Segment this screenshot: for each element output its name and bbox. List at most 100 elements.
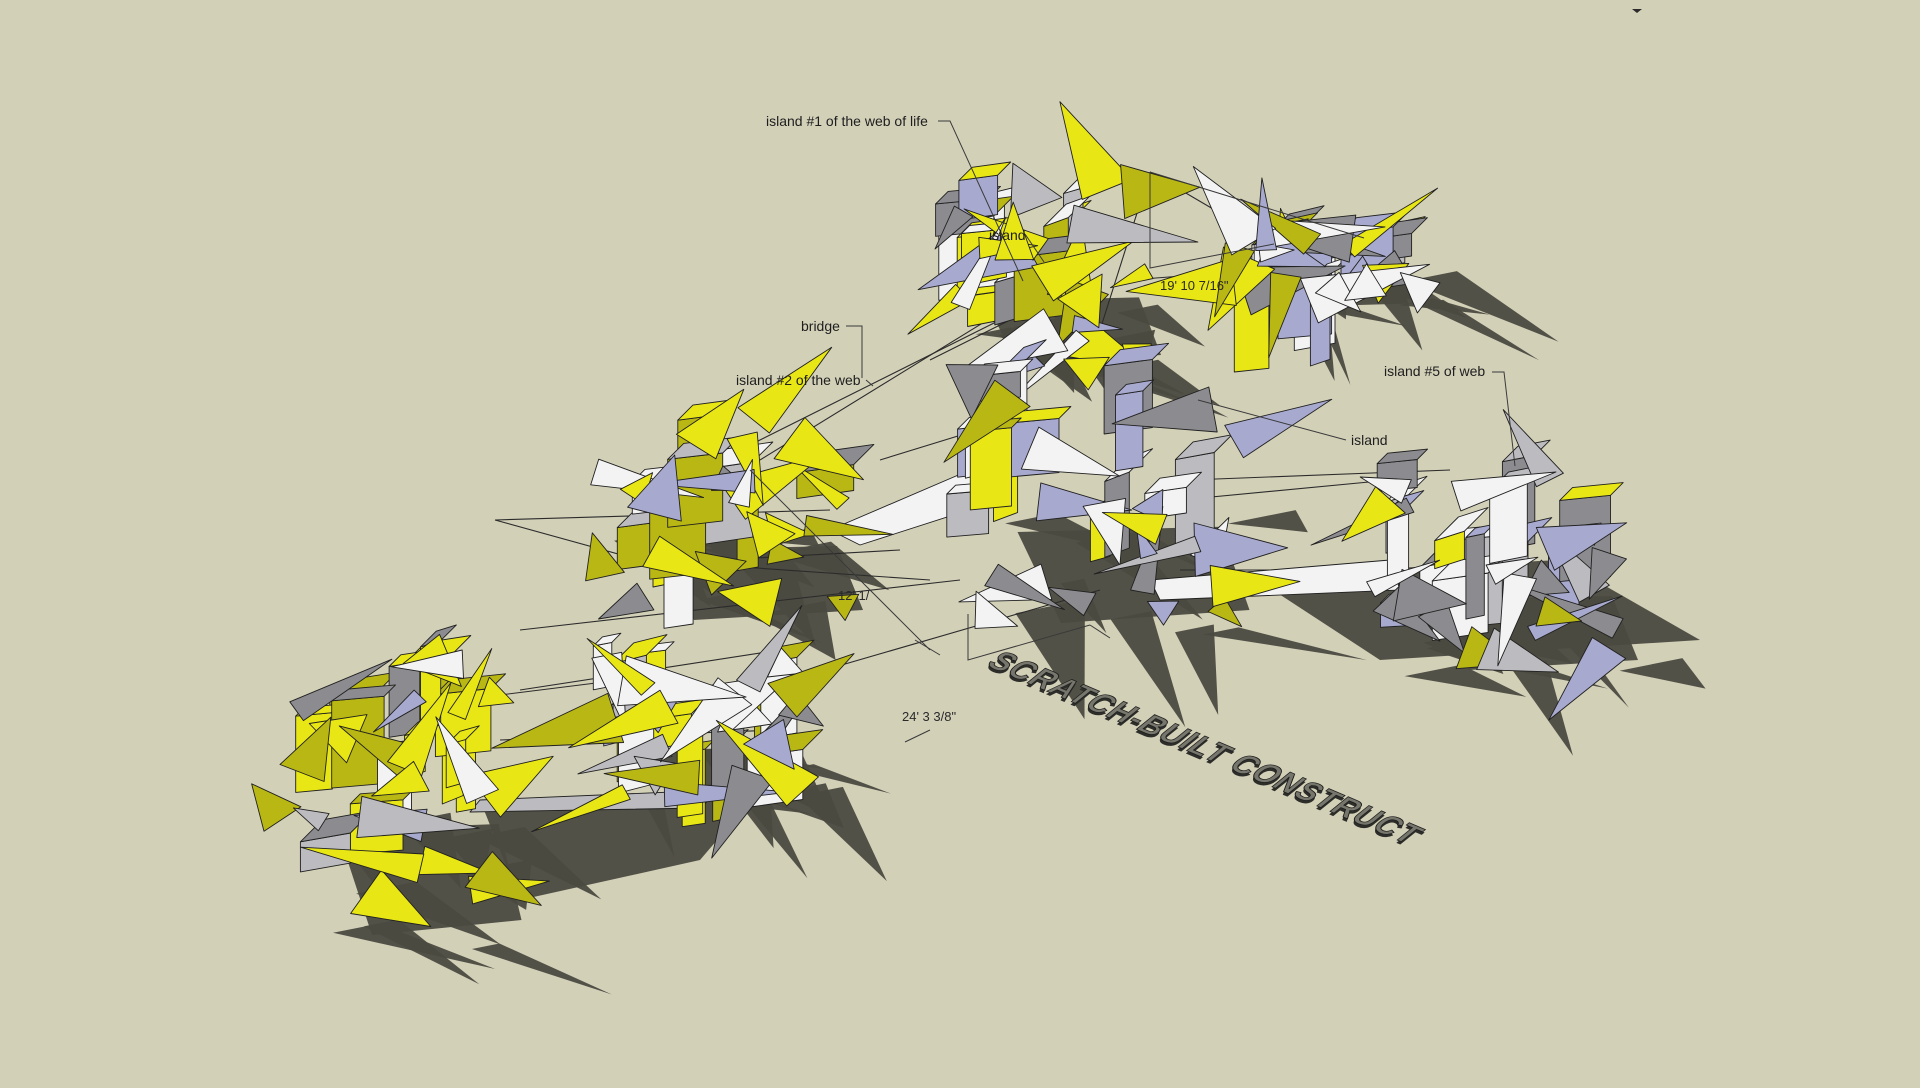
- bridge-wire: [1179, 479, 1391, 501]
- island-5-shard: [1392, 568, 1467, 622]
- island-center-shadow-spike: [1015, 599, 1085, 720]
- island-left-shadow-spike: [363, 919, 480, 985]
- island-top-right-shadow-spike: [1419, 299, 1540, 361]
- island-2-shard: [746, 511, 796, 559]
- dimension-top: [1149, 172, 1275, 269]
- island-lower-mid-shard: [659, 677, 753, 763]
- island-lower-mid-shard: [617, 655, 747, 707]
- island-1-shard: [1109, 263, 1154, 289]
- island-1-block-top: [958, 161, 1012, 181]
- island-left-shard: [477, 676, 515, 708]
- island-left[interactable]: [251, 624, 554, 927]
- island-lower-mid-shard: [743, 719, 795, 770]
- island-2-shard: [717, 577, 783, 627]
- island-center-shard: [974, 590, 1019, 629]
- island-1-shard: [1010, 162, 1063, 219]
- island-top-right-shard: [1268, 271, 1302, 359]
- island-center-shard: [943, 379, 1031, 463]
- island-left-shard: [373, 689, 427, 733]
- island-5-shard: [1548, 637, 1627, 721]
- island-center-shard: [1047, 586, 1097, 617]
- island-center-block-top: [1103, 342, 1170, 367]
- island-top-right-shard: [1344, 263, 1387, 301]
- leader-island2: [865, 379, 874, 387]
- island-5-block-top: [1376, 448, 1429, 465]
- island-5-shard: [1359, 476, 1412, 504]
- island-left-shard: [251, 783, 302, 832]
- island-2-shard: [792, 462, 850, 510]
- island-center-block-top: [1144, 471, 1202, 494]
- island-center-block-face: [1115, 390, 1144, 472]
- island-left-shard: [289, 658, 393, 722]
- island-center-shard: [1209, 565, 1301, 608]
- island-lower-mid-shadow-spike: [735, 785, 808, 879]
- corner-marker-icon: [1632, 9, 1642, 13]
- island-center-shadow-spike: [1227, 510, 1308, 533]
- leader-island-center: [1197, 399, 1347, 441]
- island-lower-mid[interactable]: [491, 605, 855, 859]
- island-2[interactable]: [585, 346, 894, 629]
- island-5-shard: [1502, 409, 1564, 488]
- island-5-shard: [1450, 471, 1557, 512]
- island-top-right-shard: [1399, 272, 1441, 314]
- island-center[interactable]: [943, 339, 1333, 629]
- dimension-label-middle: 12' 1/: [838, 588, 870, 603]
- island-center-shard: [1224, 398, 1333, 459]
- island-5-block-face: [1465, 533, 1485, 620]
- island-5-shard: [1485, 556, 1539, 585]
- island-center-block-top: [1115, 379, 1155, 396]
- island-left-shard: [279, 716, 332, 782]
- island-5-shard: [1535, 596, 1583, 627]
- island-2-shard: [642, 535, 735, 587]
- island-lower-mid-shard: [711, 764, 774, 859]
- island-left-shard: [371, 760, 430, 797]
- island-center-shard: [1020, 426, 1121, 477]
- island-top-right-shard: [1192, 166, 1277, 256]
- island-1-shard: [1059, 101, 1133, 200]
- annotation-leaders: [749, 120, 1516, 743]
- island-5-block-top: [1434, 507, 1489, 542]
- island-center-shard: [945, 364, 999, 420]
- island-5-shadow-spike: [1510, 660, 1573, 756]
- island-5-block-top: [1559, 482, 1624, 501]
- island-2-shard: [585, 532, 625, 582]
- islands-geometry[interactable]: [251, 101, 1628, 927]
- island-lower-mid-shard: [603, 759, 701, 796]
- island-2-shard: [649, 469, 756, 494]
- bridge-wire: [494, 519, 641, 561]
- island-5[interactable]: [1310, 409, 1628, 721]
- leader-island5: [1492, 371, 1516, 467]
- island-1-shard: [994, 201, 1035, 261]
- island-5-shard: [1341, 486, 1406, 542]
- island-2-shard: [675, 388, 745, 460]
- label-island1: island #1 of the web of life: [766, 113, 928, 129]
- island-lower-mid-shard: [577, 733, 673, 775]
- dimension-top-ext: [1149, 171, 1365, 239]
- dimension-bottom-tick: [1089, 624, 1111, 639]
- dimension-middle-tick: [914, 639, 941, 656]
- label-island-top: island: [989, 227, 1026, 243]
- dimension-bottom: [967, 614, 1091, 661]
- island-left-shard: [464, 851, 542, 906]
- island-left-shard: [356, 795, 480, 839]
- island-lower-mid-block-top: [592, 632, 622, 647]
- island-lower-mid-shard: [586, 638, 656, 696]
- island-lower-mid-shard: [736, 605, 803, 693]
- island-top-right-shard: [1255, 177, 1278, 252]
- dimension-label-top: 19' 10 7/16": [1160, 278, 1229, 293]
- island-2-shard: [728, 458, 753, 508]
- island-center-shard: [1146, 600, 1180, 626]
- island-left-shard: [447, 648, 493, 720]
- annotations: island #1 of the web of life island 19' …: [736, 113, 1485, 724]
- island-5-shard: [1366, 559, 1441, 598]
- island-left-shard: [467, 755, 554, 818]
- island-1[interactable]: [907, 101, 1201, 405]
- island-left-shard: [391, 649, 464, 679]
- island-1-shard: [1120, 164, 1201, 220]
- island-top-right[interactable]: [1125, 166, 1441, 373]
- island-center-shadow-spike: [1110, 611, 1186, 728]
- island-2-shard: [737, 346, 833, 434]
